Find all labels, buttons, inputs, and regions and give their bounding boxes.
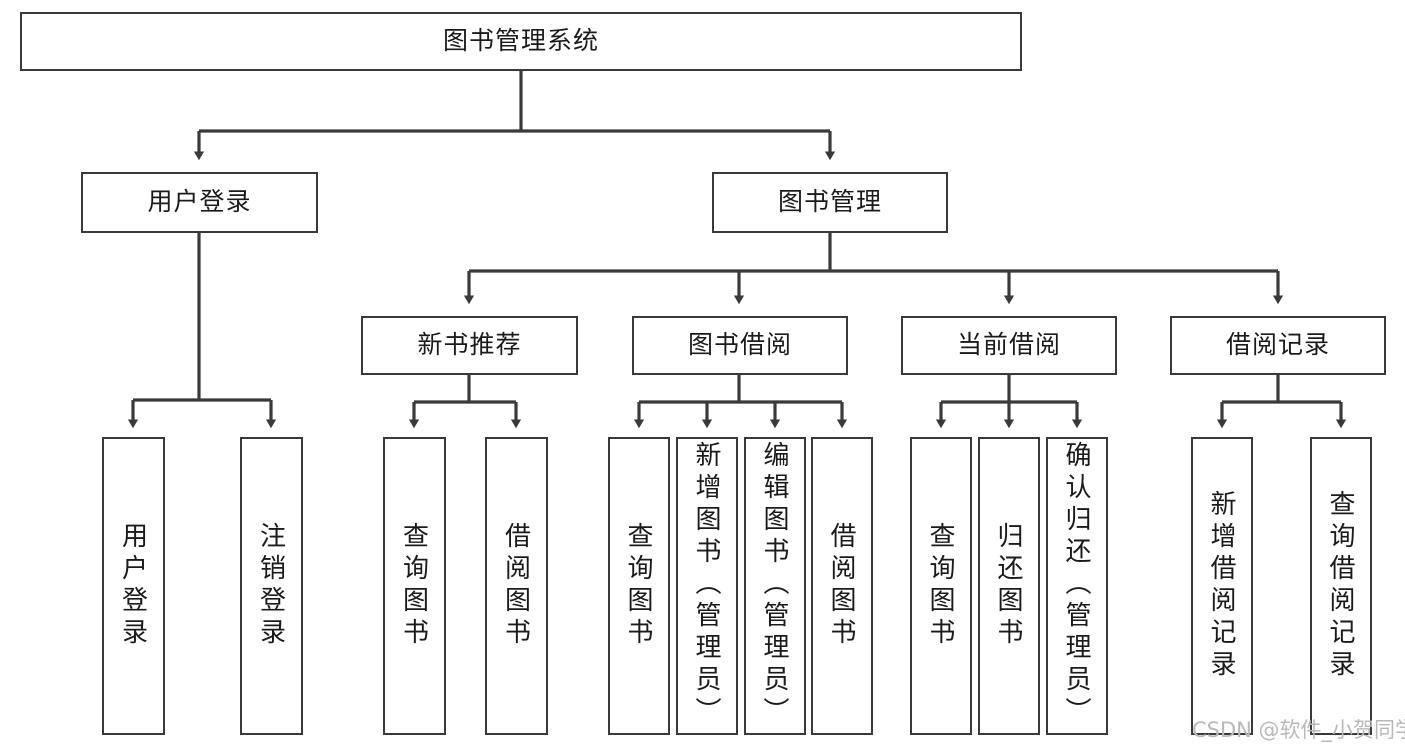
node-leaf-add-record[interactable]: 新增借阅记录 [1191, 437, 1253, 735]
node-user-login-label: 用户登录 [147, 187, 252, 216]
node-leaf-return-book[interactable]: 归还图书 [978, 437, 1040, 735]
node-leaf-query-book-2[interactable]: 查询图书 [608, 437, 670, 735]
node-leaf-add-book-label: 新增图书（管理员） [692, 441, 722, 729]
node-leaf-query-book-3-label: 查询图书 [926, 522, 956, 650]
node-new-book-rec-label: 新书推荐 [417, 330, 522, 359]
node-new-book-rec[interactable]: 新书推荐 [361, 316, 578, 375]
node-leaf-user-login[interactable]: 用户登录 [102, 437, 165, 735]
node-root-label: 图书管理系统 [442, 26, 599, 55]
node-book-manage[interactable]: 图书管理 [712, 172, 948, 233]
node-leaf-user-login-label: 用户登录 [118, 522, 149, 650]
node-user-login[interactable]: 用户登录 [81, 172, 318, 233]
node-current-borrow[interactable]: 当前借阅 [901, 316, 1117, 375]
node-leaf-query-record-label: 查询借阅记录 [1326, 490, 1356, 682]
node-leaf-borrow-book-2-label: 借阅图书 [827, 522, 857, 650]
node-leaf-query-book-2-label: 查询图书 [624, 522, 654, 650]
node-book-manage-label: 图书管理 [777, 187, 882, 216]
node-leaf-query-book-1[interactable]: 查询图书 [383, 437, 446, 735]
node-leaf-edit-book-label: 编辑图书（管理员） [760, 441, 790, 729]
node-borrow-record[interactable]: 借阅记录 [1170, 316, 1386, 375]
node-leaf-add-book[interactable]: 新增图书（管理员） [676, 437, 738, 735]
node-leaf-query-book-1-label: 查询图书 [399, 522, 430, 650]
node-leaf-borrow-book-1[interactable]: 借阅图书 [485, 437, 548, 735]
node-book-borrow[interactable]: 图书借阅 [632, 316, 848, 375]
node-leaf-edit-book[interactable]: 编辑图书（管理员） [744, 437, 806, 735]
node-leaf-return-book-label: 归还图书 [994, 522, 1024, 650]
node-leaf-confirm-return[interactable]: 确认归还（管理员） [1046, 437, 1108, 735]
node-leaf-confirm-return-label: 确认归还（管理员） [1062, 441, 1092, 729]
node-leaf-logout[interactable]: 注销登录 [240, 437, 303, 735]
node-leaf-add-record-label: 新增借阅记录 [1207, 490, 1237, 682]
node-root[interactable]: 图书管理系统 [20, 12, 1022, 71]
node-borrow-record-label: 借阅记录 [1225, 330, 1330, 359]
node-leaf-borrow-book-1-label: 借阅图书 [501, 522, 532, 650]
csdn-watermark: CSDN @软件_小贺同学 [1192, 718, 1405, 742]
node-leaf-borrow-book-2[interactable]: 借阅图书 [811, 437, 873, 735]
node-leaf-query-record[interactable]: 查询借阅记录 [1310, 437, 1372, 735]
node-leaf-logout-label: 注销登录 [256, 522, 287, 650]
node-leaf-query-book-3[interactable]: 查询图书 [910, 437, 972, 735]
node-book-borrow-label: 图书借阅 [687, 330, 792, 359]
node-current-borrow-label: 当前借阅 [956, 330, 1061, 359]
